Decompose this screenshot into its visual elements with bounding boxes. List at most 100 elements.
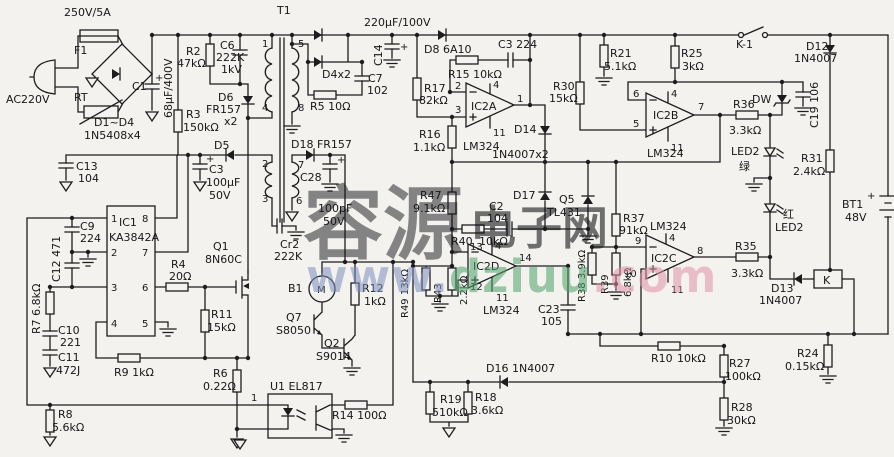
- opamp-IC2C-icon: [645, 233, 696, 281]
- ic2b-pin6: 6: [633, 89, 639, 100]
- label-r30: R30: [553, 80, 575, 93]
- label-r10: R10: [651, 352, 673, 365]
- label-d14: D14: [514, 123, 536, 136]
- ic2a-pin4: 4: [493, 80, 499, 91]
- wire-right-bottom: [412, 34, 889, 427]
- components: [33, 28, 894, 450]
- label-c9-value: 224: [80, 232, 101, 245]
- label-r19: R19: [440, 393, 462, 406]
- label-r30-value: 15kΩ: [549, 92, 578, 105]
- label-c1: C1: [132, 80, 147, 93]
- motor-B1-icon: [308, 275, 336, 303]
- ic2c-pin4: 4: [669, 233, 675, 244]
- resistor-R5: [313, 90, 337, 100]
- ground-C1: [145, 111, 159, 122]
- ic2c-pin8: 8: [697, 246, 703, 257]
- resistor-R31: [825, 149, 835, 173]
- watermark-cn1: 容源: [303, 178, 463, 271]
- ground-Q2: [343, 367, 361, 376]
- label-r39-value: 6.8kΩ: [623, 267, 634, 297]
- label-d12-value: 1N4007: [794, 52, 837, 65]
- ic1-pin4: 4: [111, 319, 117, 330]
- label-led2-green: LED2: [731, 145, 760, 158]
- switch-K1-contact-b: [761, 31, 769, 39]
- label-r4: R4: [171, 258, 186, 271]
- opamp-IC2B-icon: [645, 91, 696, 139]
- label-ic1: IC1: [119, 216, 137, 229]
- label-d4x2: D4x2: [322, 68, 351, 81]
- ground-pin8: [283, 125, 301, 134]
- label-r40: R40: [451, 235, 473, 248]
- resistor-R9: [117, 353, 141, 363]
- resistor-R24: [823, 344, 833, 368]
- resistor-R2: [205, 43, 215, 67]
- label-d13: D13: [771, 282, 793, 295]
- label-r43-value: 2.2kΩ: [459, 275, 470, 305]
- ground-R43: [431, 303, 449, 312]
- label-d16: D16 1N4007: [486, 362, 555, 375]
- opamp-IC2D-marks: [471, 251, 479, 284]
- label-r25: R25: [681, 47, 703, 60]
- label-ic2b-lm324: LM324: [647, 147, 684, 160]
- label-q5: Q5: [559, 193, 575, 206]
- label-d8: D8 6A10: [424, 43, 472, 56]
- capacitor-C11: [42, 349, 58, 356]
- diode-D6: [241, 95, 255, 105]
- ic2b-pin11: 11: [671, 143, 684, 154]
- watermark-url: www.dziuu.com: [306, 250, 717, 303]
- resistor-R15: [455, 55, 479, 65]
- label-r39: R39: [600, 274, 611, 294]
- ground-C14: [383, 59, 401, 68]
- label-q7-part: S8050: [276, 324, 311, 337]
- label-r18-value: 3.6kΩ: [471, 404, 503, 417]
- label-cr2: Cr2: [280, 238, 299, 251]
- primary-coil-icon: [264, 47, 273, 113]
- opamp-IC2D-icon: [467, 242, 518, 290]
- label-r8-value: 5.6kΩ: [52, 421, 84, 434]
- optocoupler-U1-internals: [267, 404, 333, 431]
- label-q2: Q2: [324, 337, 340, 350]
- resistor-R25: [670, 45, 680, 69]
- label-r27: R27: [729, 357, 751, 370]
- label-r11: R11: [211, 308, 233, 321]
- label-r19-value: 510kΩ: [432, 406, 468, 419]
- ground-pin5: [159, 328, 177, 337]
- label-ic2b: IC2B: [653, 109, 678, 122]
- ground-pin2: [79, 258, 97, 267]
- led-green-icon: [763, 147, 784, 159]
- ground-R24: [819, 375, 837, 384]
- ic2a-pin1: 1: [517, 94, 523, 105]
- capacitor-C28: [322, 163, 338, 170]
- label-d6: D6: [218, 91, 233, 104]
- optocoupler-U1-box: [267, 393, 333, 439]
- label-f1: F1: [74, 44, 87, 57]
- ic1-pin7: 7: [142, 248, 148, 259]
- label-r21: R21: [610, 47, 632, 60]
- label-c10: C10: [58, 324, 80, 337]
- capacitor-C9: [64, 226, 80, 233]
- ic2d-pin4: 4: [495, 241, 501, 252]
- label-ac220v: AC220V: [6, 93, 50, 106]
- capacitor-C12: [64, 262, 80, 269]
- label-220uf: 220µF/100V: [364, 16, 431, 29]
- transformer-T1: [264, 37, 300, 223]
- ground-led: [745, 183, 763, 192]
- label-q1-part: 8N60C: [205, 253, 242, 266]
- ic2d-pin11: 11: [496, 293, 509, 304]
- label-c9: C9: [80, 220, 95, 233]
- wire-ac-input: [29, 35, 124, 113]
- label-dw: DW: [752, 93, 771, 106]
- label-r11-value: 15kΩ: [207, 321, 236, 334]
- aux-coil-icon: [264, 161, 273, 199]
- label-d1-d4: D1~D4: [94, 116, 134, 129]
- label-c23: C23: [538, 303, 560, 316]
- ic1-pin5: 5: [142, 319, 148, 330]
- label-ic2d-lm324: LM324: [483, 304, 520, 317]
- wire-ic2c-area: [591, 161, 771, 335]
- label-relay-k: K: [823, 274, 831, 287]
- label-r2: R2: [186, 45, 201, 58]
- label-r6: R6: [213, 367, 228, 380]
- label-r12: R12: [362, 282, 384, 295]
- ic1-pin3: 3: [111, 283, 117, 294]
- label-r14: R14 100Ω: [332, 409, 387, 422]
